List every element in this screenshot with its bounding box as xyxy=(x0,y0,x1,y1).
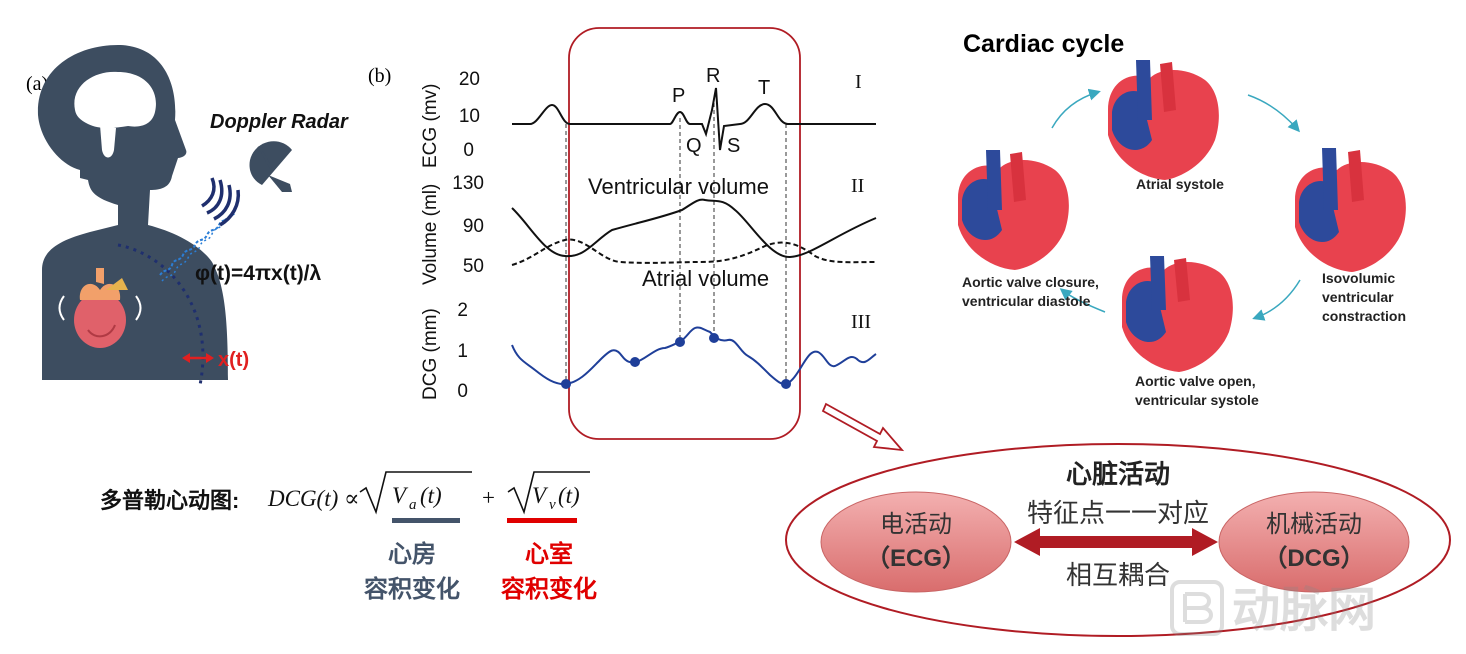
stage-bottom-label: Aortic valve open, xyxy=(1135,373,1256,389)
sqrt-sign xyxy=(359,471,472,515)
radar-signal-icon xyxy=(201,177,241,227)
stage-left-label: ventricular diastole xyxy=(962,293,1091,309)
term-ventricular-arg: (t) xyxy=(558,483,580,508)
phase-equation: φ(t)=4πx(t)/λ xyxy=(195,262,322,285)
ecg-axis-label: ECG (mv) xyxy=(420,84,441,168)
dcg-tick: 0 xyxy=(457,381,468,402)
displacement-label: x(t) xyxy=(218,349,249,371)
watermark-text: 动脉网 xyxy=(1232,584,1376,637)
cardiac-cycle-title: Cardiac cycle xyxy=(963,30,1124,58)
stage-bottom-label: ventricular systole xyxy=(1135,392,1259,408)
dcg-feature-point xyxy=(781,379,791,389)
ecg-tick: 0 xyxy=(463,140,474,161)
ecg-wave-q: Q xyxy=(686,135,702,157)
ecg-wave-r: R xyxy=(706,65,720,87)
ecg-wave-t: T xyxy=(758,77,770,99)
ecg-tick: 20 xyxy=(459,69,480,90)
atrial-volume-trace xyxy=(511,238,877,266)
ventricular-volume-trace xyxy=(511,198,877,259)
watermark-logo: 动脉网 xyxy=(1170,580,1376,637)
ecg-roman: I xyxy=(855,71,862,93)
arrow-bottom-label: 相互耦合 xyxy=(1066,560,1170,590)
stage-top-label: Atrial systole xyxy=(1136,176,1224,192)
mechanical-activity-node xyxy=(1218,491,1410,593)
heart-illustration-top xyxy=(1108,60,1219,180)
ecg-trace xyxy=(512,87,876,151)
radar-beam xyxy=(159,211,237,282)
atrial-volume-label: Atrial volume xyxy=(642,266,769,291)
dcg-feature-point xyxy=(630,357,640,367)
displacement-arrow xyxy=(182,353,214,363)
dcg-roman: III xyxy=(851,311,871,333)
heart-activity-title: 心脏活动 xyxy=(1066,459,1170,489)
sqrt-sign xyxy=(507,471,590,515)
dcg-tick: 2 xyxy=(457,300,468,321)
radar-dish-icon xyxy=(249,141,292,192)
ecg-tick: 10 xyxy=(459,106,480,127)
ecg-wave-p: P xyxy=(672,85,685,107)
atrial-caption: 容积变化 xyxy=(364,575,460,603)
ventricular-volume-label: Ventricular volume xyxy=(588,174,769,199)
stage-right-label: Isovolumic xyxy=(1322,270,1395,286)
heart-illustration-bottom xyxy=(1122,256,1233,372)
dcg-trace xyxy=(511,326,877,386)
dcg-tick: 1 xyxy=(457,341,468,362)
dcg-axis-label: DCG (mm) xyxy=(420,308,441,400)
alignment-guides xyxy=(565,96,787,385)
ventricular-caption: 容积变化 xyxy=(501,575,597,603)
dcg-feature-point xyxy=(709,333,719,343)
atrial-underline xyxy=(392,518,460,523)
human-silhouette xyxy=(37,45,228,380)
stage-right-label: ventricular xyxy=(1322,289,1394,305)
formula-expression: DCG(t) ∝ xyxy=(267,486,360,511)
mechanical-activity-label: 机械活动 xyxy=(1266,511,1362,538)
stage-right-label: constraction xyxy=(1322,308,1406,324)
cardiac-cycle-highlight-box xyxy=(568,27,801,440)
arrow-top-label: 特征点一一对应 xyxy=(1027,498,1209,528)
panel-b-label: (b) xyxy=(368,65,391,87)
term-ventricular: V xyxy=(532,483,549,508)
cycle-arrows xyxy=(1051,88,1301,321)
mechanical-activity-sub: （DCG） xyxy=(1263,545,1364,572)
ventricular-underline xyxy=(507,518,577,523)
coupling-double-arrow xyxy=(1014,528,1218,556)
electrical-activity-node xyxy=(820,491,1012,593)
dcg-feature-point xyxy=(675,337,685,347)
term-atrial-sub: a xyxy=(409,497,417,513)
ecg-wave-s: S xyxy=(727,135,740,157)
ventricular-caption: 心室 xyxy=(525,540,573,568)
volume-tick: 130 xyxy=(452,173,484,194)
formula-prefix: 多普勒心动图: xyxy=(100,488,239,513)
stage-left-label: Aortic valve closure, xyxy=(962,274,1099,290)
term-atrial: V xyxy=(392,483,409,508)
volume-tick: 50 xyxy=(463,256,484,277)
term-ventricular-sub: v xyxy=(549,497,556,513)
term-atrial-arg: (t) xyxy=(420,483,442,508)
heart-illustration-left xyxy=(958,150,1069,270)
plus-sign: + xyxy=(482,485,495,510)
radar-label: Doppler Radar xyxy=(210,111,349,133)
volume-axis-label: Volume (ml) xyxy=(420,184,441,285)
heart-illustration-right xyxy=(1295,148,1406,272)
volume-tick: 90 xyxy=(463,216,484,237)
dcg-feature-point xyxy=(561,379,571,389)
heart-icon xyxy=(58,268,142,348)
atrial-caption: 心房 xyxy=(388,540,436,568)
volume-roman: II xyxy=(851,175,864,197)
electrical-activity-label: 电活动 xyxy=(880,511,952,538)
dcg-feature-points xyxy=(561,333,791,389)
pointer-arrow xyxy=(821,402,905,452)
electrical-activity-sub: （ECG） xyxy=(866,545,966,572)
